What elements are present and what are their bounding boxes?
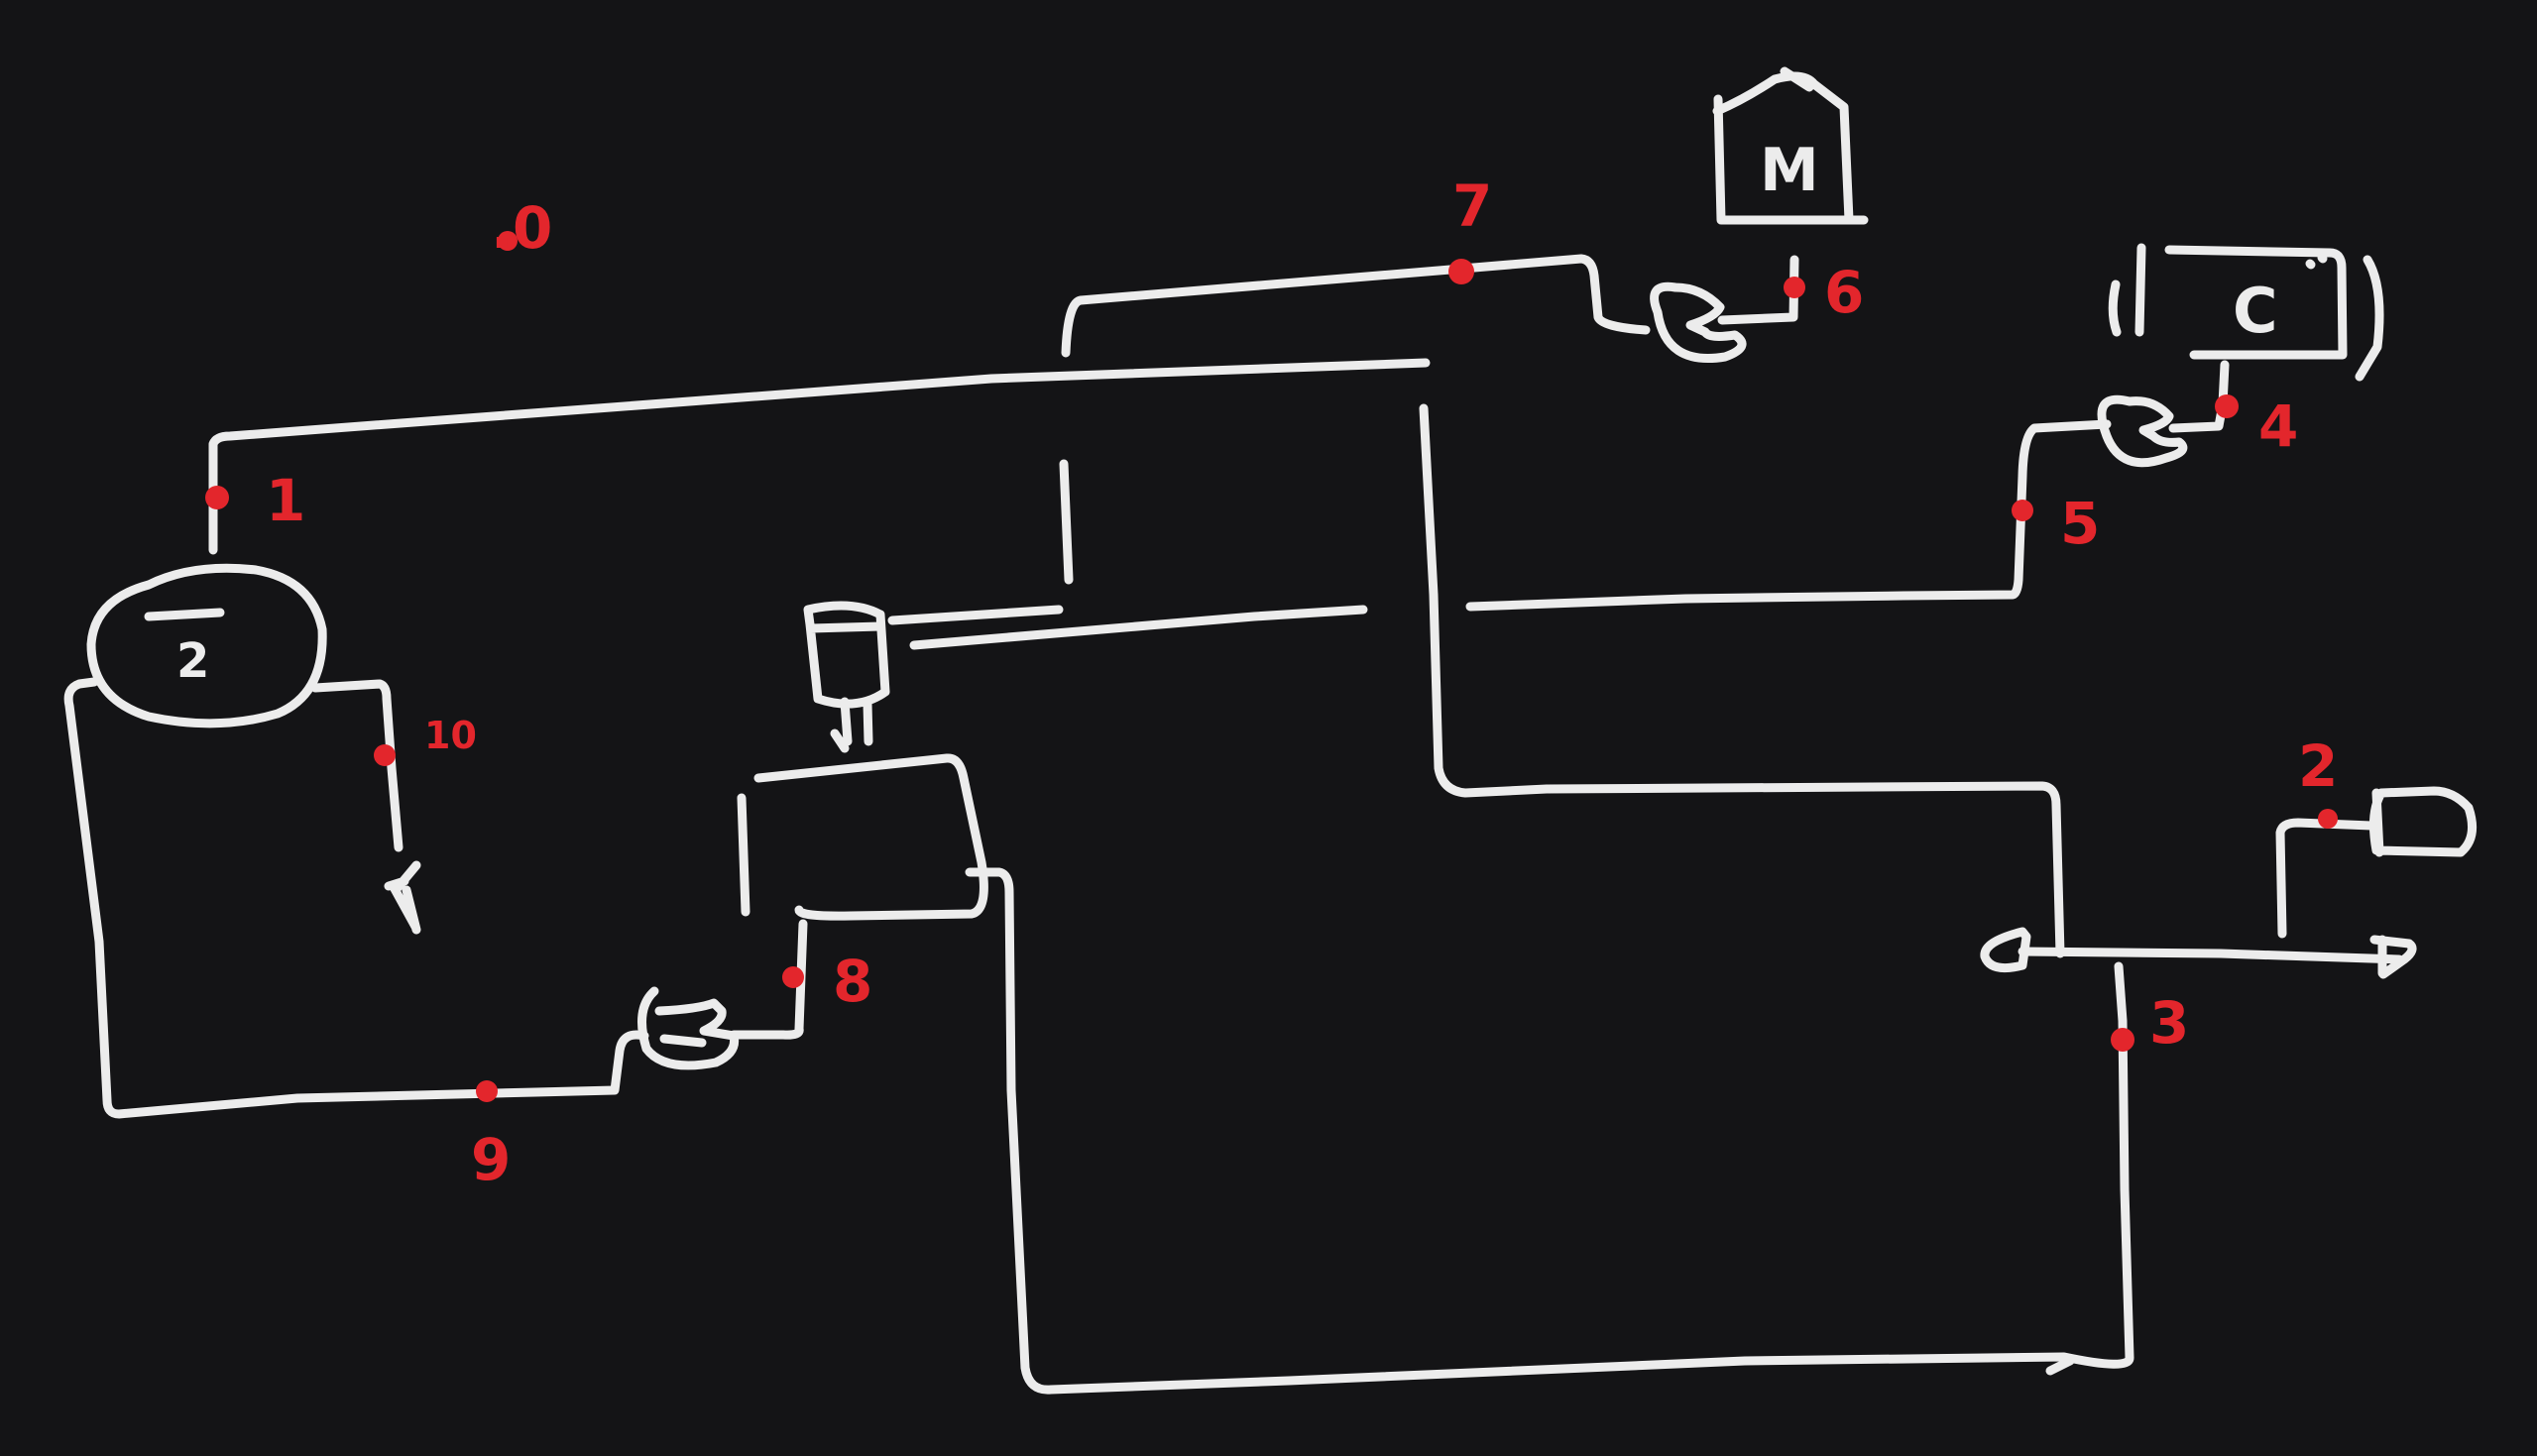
pump-node8-icon — [637, 986, 740, 1070]
left-tank-line-icon — [144, 608, 225, 621]
node-marker-4 — [2215, 394, 2239, 418]
box-c-mark-icon — [2305, 253, 2328, 270]
wire-node7-segment — [1061, 254, 1651, 358]
wire-node10-branch — [310, 679, 404, 852]
box-m-letter: M — [1760, 136, 1819, 205]
wire-to-node5 — [1465, 419, 2112, 612]
wire-node8-link — [729, 919, 808, 1040]
wire-mid-stub — [1059, 459, 1074, 585]
node-marker-5 — [2012, 500, 2033, 521]
node-marker-9 — [476, 1080, 498, 1102]
valve-start-icon — [1980, 927, 2031, 972]
wire-node10-vent — [384, 860, 421, 935]
node-label-1: 1 — [266, 467, 305, 534]
node-marker-8 — [782, 966, 804, 988]
node-marker-3 — [2111, 1028, 2134, 1052]
wire-cylinder-lower — [909, 605, 1368, 650]
node-marker-10 — [374, 744, 396, 766]
node-label-0: .0 — [491, 194, 552, 262]
node-label-5: 5 — [2060, 490, 2100, 557]
node-label-3: 3 — [2149, 989, 2189, 1057]
node-marker-0 — [498, 231, 518, 251]
box-c-shape — [2108, 243, 2384, 382]
wire-mid-box-left — [737, 793, 750, 917]
box-m-shape — [1712, 66, 1869, 225]
wire-bottom-tick — [2045, 1356, 2075, 1376]
node-label-6: 6 — [1824, 259, 1864, 326]
pump-node4-icon — [2097, 394, 2188, 468]
node-label-7: 7 — [1452, 172, 1492, 240]
wire-node6-link — [1717, 255, 1799, 325]
node-marker-1 — [205, 486, 229, 509]
node-label-9: 9 — [471, 1126, 511, 1193]
node-marker-2 — [2318, 809, 2338, 829]
node-marker-7 — [1448, 259, 1474, 284]
wire-node3-arrow — [2018, 947, 2404, 964]
wire-cylinder-upper — [887, 605, 1064, 625]
wire-node4-link — [2168, 360, 2230, 433]
node-marker-6 — [1784, 277, 1805, 298]
cylinder-filter-icon — [803, 601, 890, 753]
node-label-10: 10 — [424, 714, 477, 757]
left-tank-letter: 2 — [176, 633, 209, 689]
wire-top-main — [208, 358, 1431, 555]
box-c-letter: C — [2233, 275, 2278, 347]
node-label-8: 8 — [833, 948, 872, 1015]
wire-bottom-loop — [965, 867, 2134, 1395]
left-tank-shape — [86, 563, 327, 728]
node-label-4: 4 — [2258, 392, 2298, 460]
tank-node2-icon — [2368, 786, 2478, 857]
pump-node6-icon — [1650, 281, 1747, 363]
wire-mid-box — [753, 753, 988, 921]
wire-node9-link — [63, 677, 649, 1119]
node-label-2: 2 — [2298, 732, 2338, 800]
wire-center-drop — [1419, 403, 2065, 958]
wire-node2-link — [2275, 818, 2376, 939]
arrow-head-icon — [2369, 935, 2417, 979]
